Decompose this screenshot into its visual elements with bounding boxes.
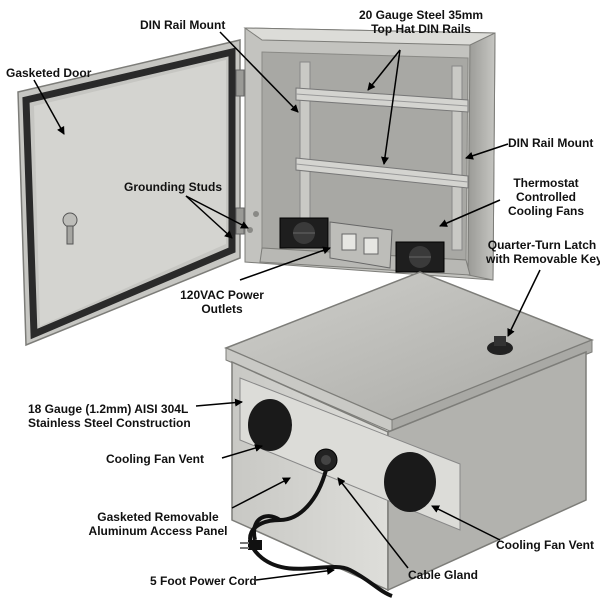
cooling-fan-vent-left — [248, 399, 292, 451]
cooling-fan-left — [279, 217, 329, 249]
gasketed-door — [17, 39, 245, 347]
label-construction: 18 Gauge (1.2mm) AISI 304L Stainless Ste… — [28, 402, 191, 430]
label-grounding-studs: Grounding Studs — [124, 180, 222, 194]
grounding-stud — [253, 211, 259, 217]
door-latch-icon — [62, 212, 78, 245]
closed-enclosure — [224, 271, 595, 592]
label-quarter-turn-latch: Quarter-Turn Latch with Removable Key — [486, 238, 600, 266]
label-din-rail-mount-top: DIN Rail Mount — [140, 18, 226, 32]
leader-arrows — [33, 31, 541, 581]
power-plug-icon — [240, 540, 262, 550]
label-thermostat-fans: Thermostat Controlled Cooling Fans — [508, 176, 584, 218]
label-din-rails: 20 Gauge Steel 35mm Top Hat DIN Rails — [358, 8, 484, 36]
power-outlet-box — [329, 221, 393, 269]
label-gasketed-door: Gasketed Door — [6, 66, 92, 80]
label-cooling-fan-vent-left: Cooling Fan Vent — [106, 452, 204, 466]
label-din-rail-mount-right: DIN Rail Mount — [508, 136, 594, 150]
label-access-panel: Gasketed Removable Aluminum Access Panel — [88, 510, 228, 538]
open-enclosure — [243, 27, 496, 281]
cooling-fan-right — [395, 241, 445, 273]
cooling-fan-vent-right — [384, 452, 436, 512]
quarter-turn-latch-icon — [487, 336, 513, 355]
label-power-outlets: 120VAC Power Outlets — [180, 288, 264, 316]
cable-gland-icon — [314, 448, 338, 472]
din-rail-upper — [295, 87, 469, 113]
grounding-stud — [247, 227, 253, 233]
label-cooling-fan-vent-right: Cooling Fan Vent — [496, 538, 594, 552]
power-cord — [248, 469, 393, 598]
label-power-cord: 5 Foot Power Cord — [150, 574, 257, 588]
label-cable-gland: Cable Gland — [408, 568, 479, 582]
din-rail-lower — [295, 157, 469, 189]
